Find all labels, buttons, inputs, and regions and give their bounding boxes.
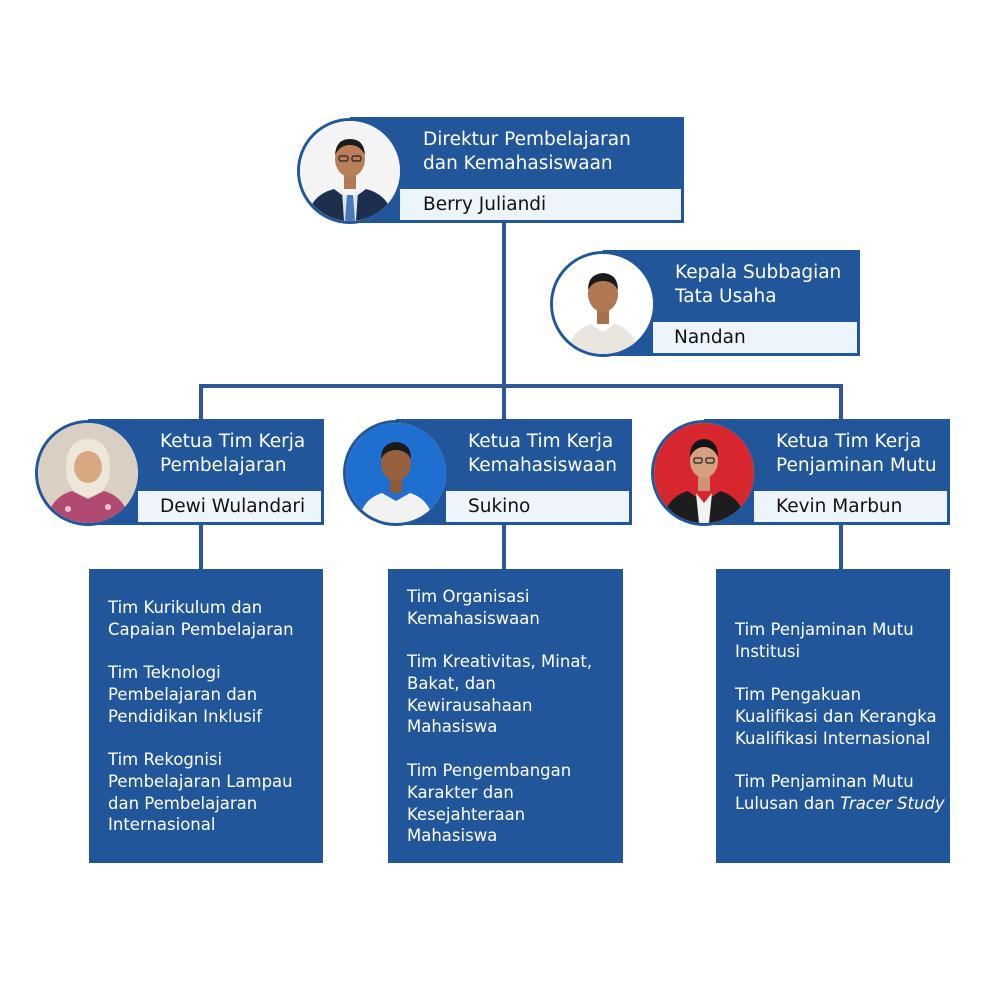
lead-role: Ketua Tim Kerja Pembelajaran	[160, 431, 306, 476]
team-item: Tim Penjaminan Mutu Lulusan dan Tracer S…	[735, 771, 945, 815]
lead-avatar-pembelajaran	[35, 420, 141, 526]
subbag-name-bar: Nandan	[653, 322, 857, 353]
connector-lead2-down	[502, 524, 506, 570]
connector-horizontal-bar	[199, 384, 843, 388]
team-item-italic: Tracer Study	[840, 793, 945, 813]
lead-name-bar: Sukino	[446, 491, 629, 522]
team-list-penjaminan-mutu: Tim Penjaminan Mutu Institusi Tim Pengak…	[716, 569, 950, 863]
team-item: Tim Kreativitas, Minat, Bakat, dan Kewir…	[407, 652, 593, 737]
subbag-role: Kepala Subbagian Tata Usaha	[675, 262, 842, 307]
lead-name-bar: Dewi Wulandari	[138, 491, 321, 522]
connector-lead1-up	[199, 384, 203, 420]
director-avatar	[297, 118, 403, 224]
director-role: Direktur Pembelajaran dan Kemahasiswaan	[423, 129, 631, 174]
team-list-kemahasiswaan: Tim Organisasi Kemahasiswaan Tim Kreativ…	[388, 569, 623, 863]
team-item: Tim Pengembangan Karakter dan Kesejahter…	[407, 761, 572, 846]
lead-avatar-kemahasiswaan	[343, 420, 449, 526]
lead-name: Kevin Marbun	[776, 496, 903, 517]
subbag-name: Nandan	[674, 327, 746, 348]
connector-lead3-down	[839, 524, 843, 570]
team-item: Tim Teknologi Pembelajaran dan Pendidika…	[108, 663, 263, 726]
connector-lead3-up	[839, 384, 843, 420]
connector-lead1-down	[199, 524, 203, 570]
director-name-bar: Berry Juliandi	[400, 189, 681, 220]
lead-role: Ketua Tim Kerja Kemahasiswaan	[468, 431, 617, 476]
team-item: Tim Organisasi Kemahasiswaan	[407, 587, 540, 628]
team-item: Tim Kurikulum dan Capaian Pembelajaran	[108, 598, 294, 639]
team-item: Tim Penjaminan Mutu Institusi	[735, 620, 914, 661]
team-item: Tim Pengakuan Kualifikasi dan Kerangka K…	[735, 685, 937, 748]
lead-name: Sukino	[468, 496, 531, 517]
lead-name-bar: Kevin Marbun	[754, 491, 947, 522]
director-card: Direktur Pembelajaran dan Kemahasiswaan …	[350, 117, 684, 223]
lead-role: Ketua Tim Kerja Penjaminan Mutu	[776, 431, 937, 476]
lead-name: Dewi Wulandari	[160, 496, 306, 517]
team-list-pembelajaran: Tim Kurikulum dan Capaian Pembelajaran T…	[89, 569, 323, 863]
connector-director-down	[502, 222, 506, 388]
director-name: Berry Juliandi	[423, 194, 547, 215]
subbag-avatar	[550, 251, 656, 357]
team-item: Tim Rekognisi Pembelajaran Lampau dan Pe…	[108, 750, 293, 835]
connector-lead2-up	[502, 384, 506, 420]
team-item-text: Tim Penjaminan Mutu Lulusan dan	[735, 772, 914, 813]
lead-avatar-penjaminan-mutu	[651, 420, 757, 526]
